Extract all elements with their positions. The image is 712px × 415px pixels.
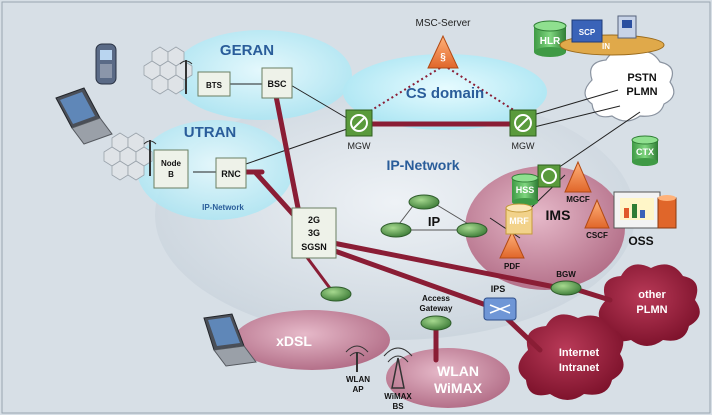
wlan-region <box>386 348 510 408</box>
msc-server-label: MSC-Server <box>415 18 471 29</box>
router-bgw <box>550 280 582 296</box>
mgcf-icon <box>564 160 592 193</box>
xdsl-label: xDSL <box>276 333 312 349</box>
utran-cells-icon <box>103 132 153 181</box>
signaling-lines <box>193 83 641 239</box>
mgcf-label: MGCF <box>566 195 590 204</box>
router-xdsl <box>320 286 352 302</box>
other-plmn-label-line2: PLMN <box>636 304 667 316</box>
other-plmn-cloud <box>598 264 700 346</box>
internet-label-line1: Internet <box>559 347 600 359</box>
ims-label: IMS <box>546 207 571 223</box>
sgsn-label-line3: SGSN <box>301 242 327 252</box>
router-ip-top <box>408 194 440 210</box>
internet-label-line2: Intranet <box>559 362 600 374</box>
wimax-bs-icon <box>383 347 413 389</box>
cscf-icon <box>584 198 610 229</box>
node-b-node <box>153 149 189 189</box>
rnc-label: RNC <box>221 169 241 179</box>
ip-network-label: IP-Network <box>386 157 459 173</box>
hlr-database-icon <box>533 20 567 57</box>
scp-label: SCP <box>579 28 596 37</box>
hss-label: HSS <box>516 185 535 195</box>
ctx-database-icon <box>631 135 659 166</box>
wlan-ap-label-line2: AP <box>352 385 364 394</box>
utran-label: UTRAN <box>184 124 237 141</box>
bsc-label: BSC <box>267 79 287 89</box>
geran-antenna-icon <box>179 60 193 94</box>
msc-server-icon: § <box>427 34 459 69</box>
wimax-bs-label-line1: WiMAX <box>384 392 412 401</box>
ips-switch-icon <box>483 297 517 321</box>
sgsn-label-line1: 2G <box>308 215 320 225</box>
wlan-label-line1: WLAN <box>437 363 479 379</box>
cscf-label: CSCF <box>586 231 608 240</box>
geran-cells-icon <box>143 46 193 95</box>
oss-icon <box>613 191 677 229</box>
mrf-label: MRF <box>509 216 529 226</box>
router-ip-left <box>380 222 412 238</box>
oss-label: OSS <box>628 234 653 248</box>
node-b-label-line2: B <box>168 170 174 179</box>
geran-label: GERAN <box>220 42 274 59</box>
hss-database-icon <box>511 173 539 206</box>
other-plmn-label-line1: other <box>638 289 666 301</box>
hlr-label: HLR <box>540 36 561 47</box>
pstn-label-line2: PLMN <box>626 86 657 98</box>
cs-domain-region <box>343 54 547 130</box>
router-ip-right <box>456 222 488 238</box>
access-gateway-label-line1: Access <box>422 294 451 303</box>
mgw-left-label: MGW <box>348 141 371 151</box>
msc-dotted-links <box>361 67 524 117</box>
utran-ip-network-label: IP-Network <box>202 203 244 212</box>
wlan-label-line2: WiMAX <box>434 380 483 396</box>
ims-region <box>465 166 625 290</box>
xdsl-laptop-icon <box>203 313 257 367</box>
mgw-left-icon <box>345 109 373 137</box>
ip-label: IP <box>428 214 441 229</box>
cs-domain-label: CS domain <box>406 85 484 102</box>
ctx-label: CTX <box>636 147 654 157</box>
wlan-ap-label-line1: WLAN <box>346 375 370 384</box>
pdf-label: PDF <box>504 262 520 271</box>
mgw-right-icon <box>509 109 537 137</box>
mgcf-gateway-icon <box>537 164 561 188</box>
sgsn-label-line2: 3G <box>308 228 320 238</box>
laptop-icon <box>55 87 113 145</box>
mobile-phone-icon <box>95 43 117 85</box>
rnc-node <box>215 157 247 189</box>
svg-text:§: § <box>440 52 446 63</box>
bts-label: BTS <box>206 81 223 90</box>
sgsn-node <box>291 207 337 259</box>
wimax-bs-label-line2: BS <box>392 402 404 411</box>
mrf-database-icon <box>505 203 533 235</box>
xdsl-region <box>234 310 390 370</box>
pstn-label-line1: PSTN <box>627 72 656 84</box>
wlan-ap-icon <box>345 345 369 372</box>
backbone-links <box>240 93 613 363</box>
utran-region <box>137 120 293 220</box>
node-b-label-line1: Node <box>161 159 182 168</box>
scp-in-platform-icon <box>559 15 665 56</box>
mgw-right-label: MGW <box>512 141 535 151</box>
bgw-label: BGW <box>556 270 576 279</box>
internet-intranet-cloud <box>518 314 624 400</box>
pdf-icon <box>499 230 525 259</box>
router-access-gateway <box>420 315 452 331</box>
bts-node <box>197 71 231 97</box>
in-label: IN <box>602 42 610 51</box>
utran-antenna-icon <box>143 140 157 176</box>
access-gateway-label-line2: Gateway <box>420 304 453 313</box>
ips-label: IPS <box>491 284 506 294</box>
bsc-node <box>261 67 293 99</box>
